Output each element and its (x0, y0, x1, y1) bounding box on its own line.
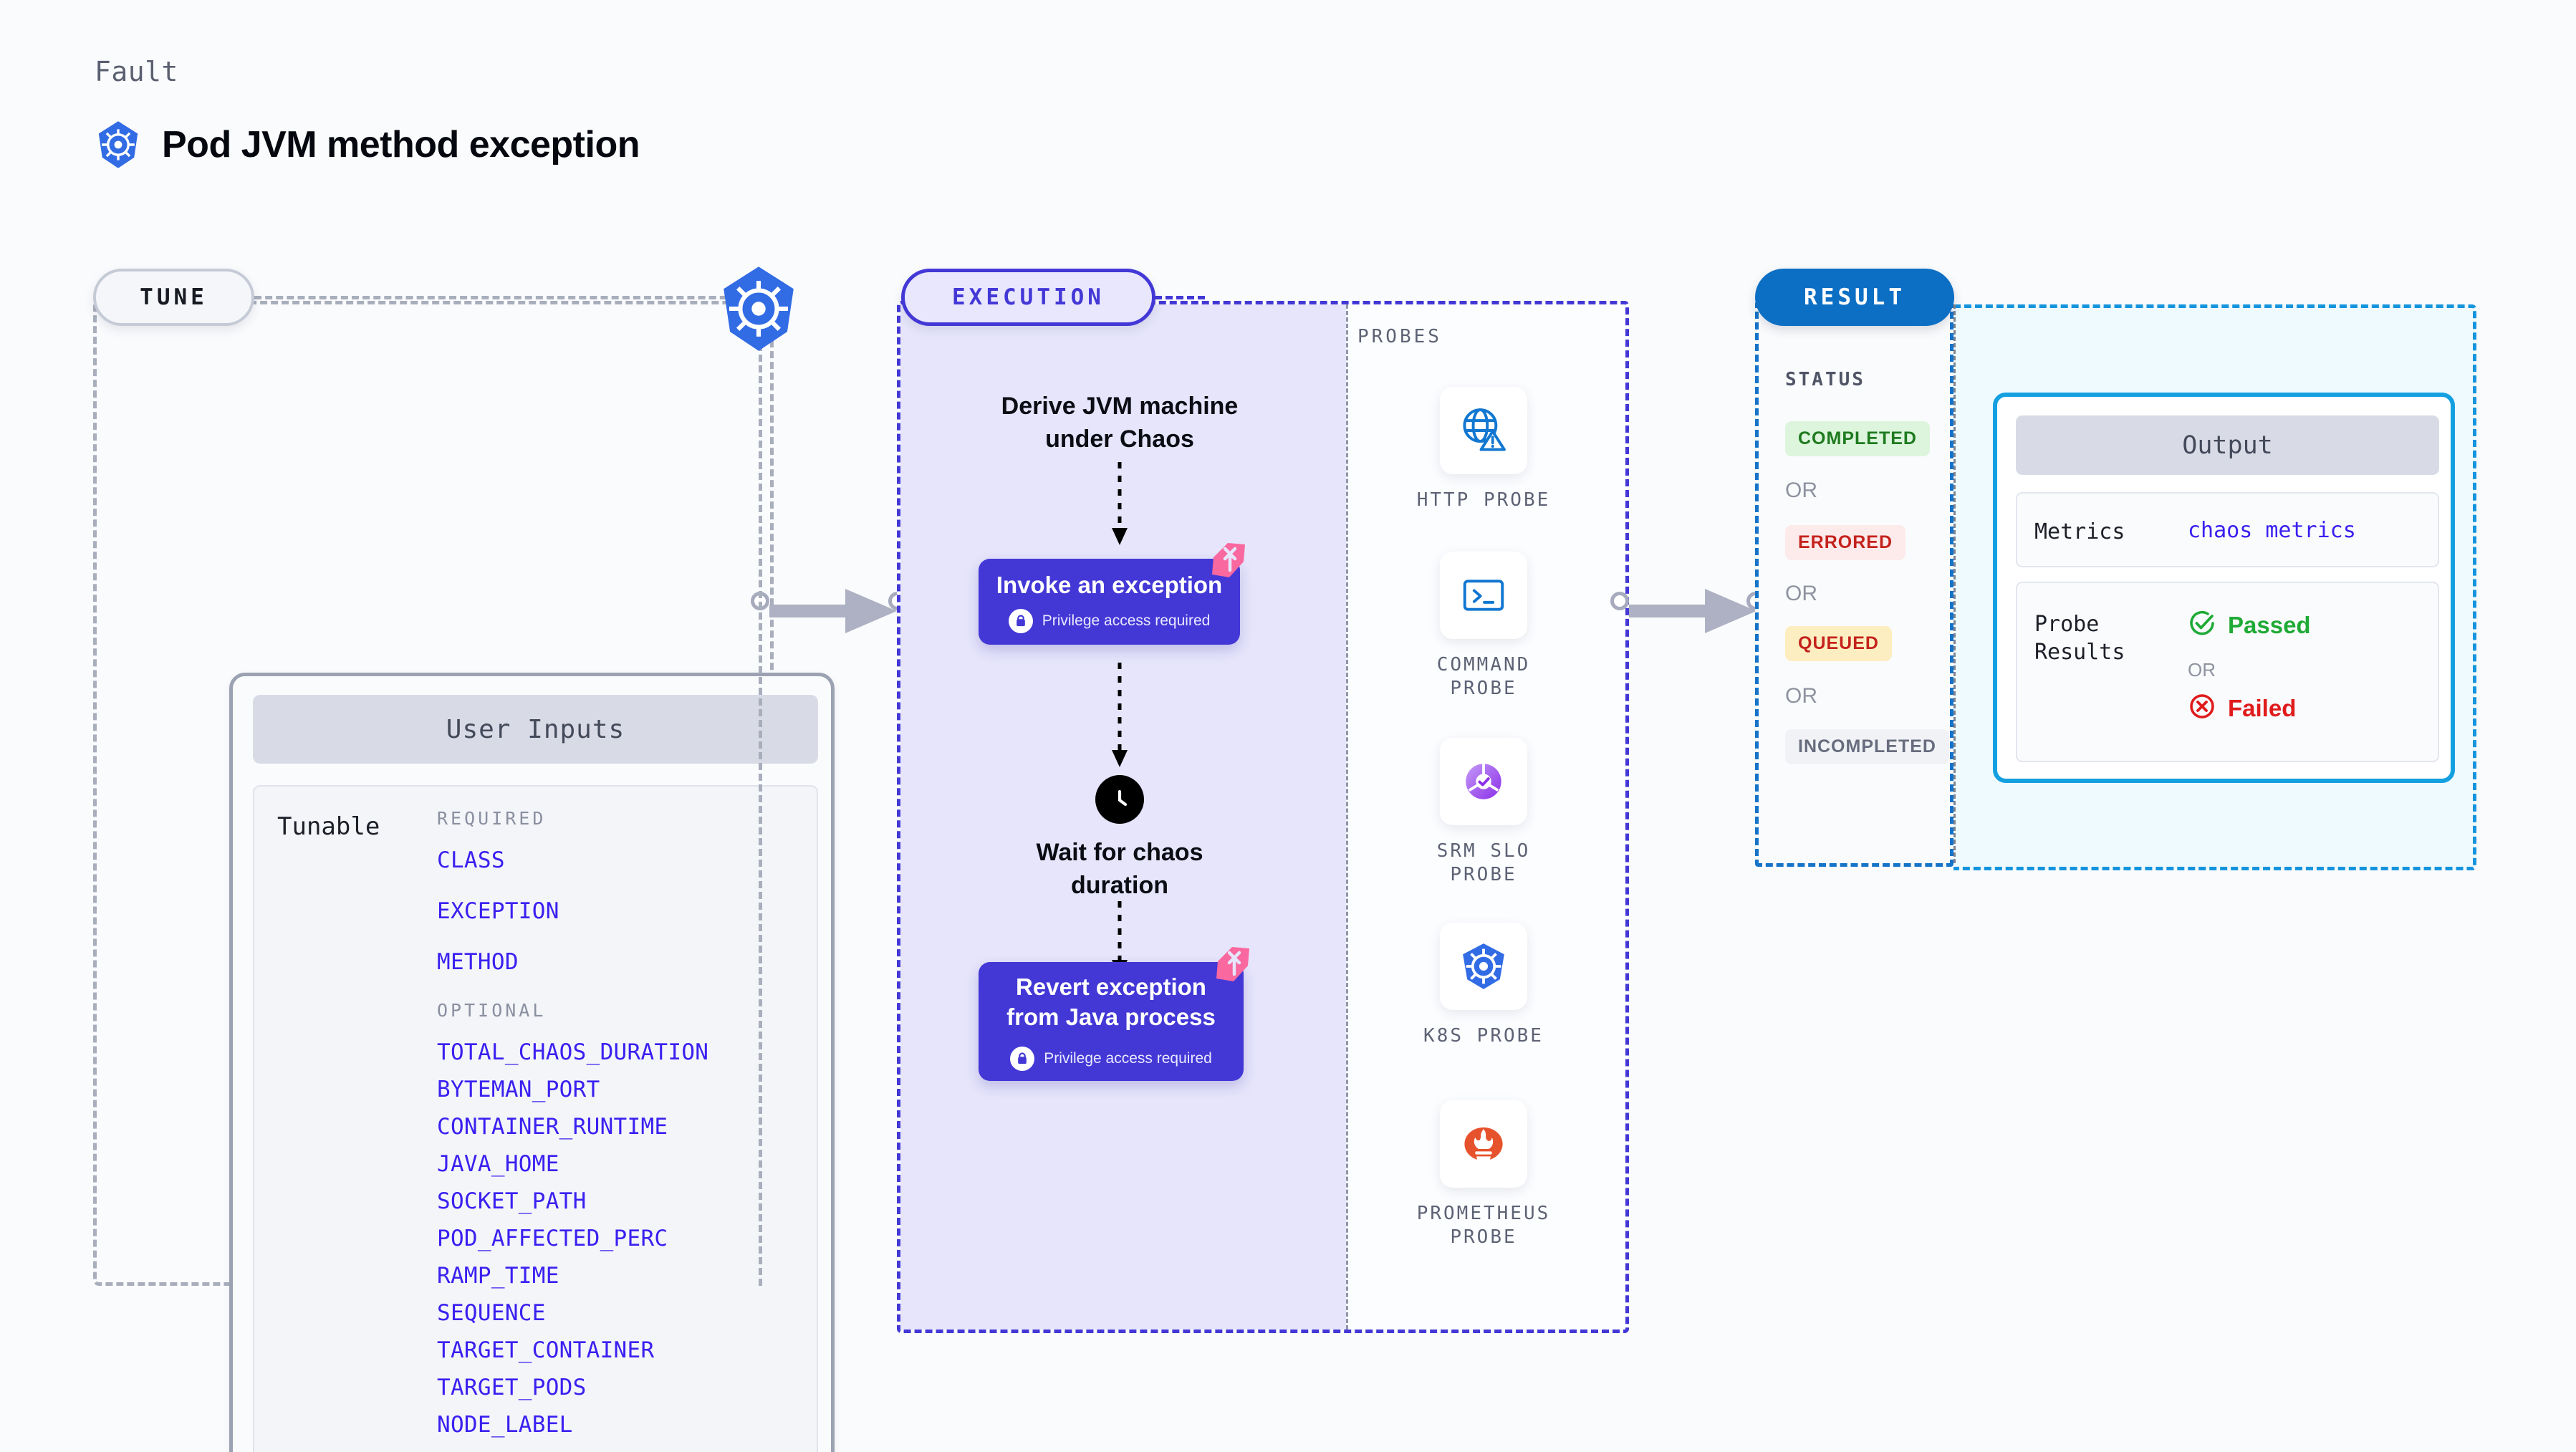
result-panel (1755, 301, 1953, 867)
execution-dashed-connector (1155, 296, 1205, 299)
parameter-item[interactable]: TARGET_PODS (437, 1375, 587, 1400)
kubernetes-icon (96, 120, 140, 169)
probes-section-label: PROBES (1357, 326, 1442, 347)
parameter-item[interactable]: SEQUENCE (437, 1300, 546, 1326)
metrics-key: Metrics (2034, 519, 2125, 544)
probe-results-key: Probe Results (2034, 612, 2125, 665)
parameter-item[interactable]: TOTAL_CHAOS_DURATION (437, 1039, 709, 1065)
metrics-value-link[interactable]: chaos metrics (2188, 518, 2356, 543)
step-subtitle: Privilege access required (1042, 612, 1211, 630)
parameter-item[interactable]: CONTAINER_RUNTIME (437, 1114, 668, 1140)
probe-http[interactable]: HTTP PROBE (1380, 387, 1587, 512)
execution-stage-pill[interactable]: EXECUTION (901, 269, 1155, 326)
kubernetes-icon (1440, 923, 1527, 1010)
status-badge-errored: ERRORED (1785, 525, 1906, 560)
page-title-row: Pod JVM method exception (96, 120, 640, 169)
tunable-label: Tunable (277, 812, 380, 841)
execution-step-wait-for-chaos: Wait for chaos duration (1036, 839, 1203, 899)
probe-label: PROMETHEUS PROBE (1416, 1203, 1551, 1248)
parameter-item[interactable]: CLASS (437, 847, 505, 873)
check-circle-icon (2188, 609, 2216, 641)
optional-parameter-list: TOTAL_CHAOS_DURATION BYTEMAN_PORT CONTAI… (437, 1039, 809, 1452)
terminal-icon (1440, 552, 1527, 639)
step-arrow-down (1102, 663, 1138, 774)
user-inputs-title: User Inputs (253, 695, 818, 764)
step-subtitle-row: Privilege access required (1008, 609, 1211, 634)
probe-prometheus[interactable]: PROMETHEUS PROBE (1380, 1100, 1587, 1249)
execution-step-derive-jvm: Derive JVM machine under Chaos (1001, 393, 1239, 453)
required-parameter-list: CLASS EXCEPTION METHOD (437, 847, 809, 975)
parameter-item[interactable]: EXCEPTION (437, 898, 559, 924)
tune-panel: User Inputs Tunable REQUIRED CLASS EXCEP… (93, 301, 835, 1452)
step-subtitle: Privilege access required (1044, 1050, 1212, 1067)
page-kicker: Fault (95, 56, 178, 87)
parameter-item[interactable]: POD_AFFECTED_PERC (437, 1226, 668, 1251)
step-title: Revert exception from Java process (1006, 973, 1216, 1030)
parameter-item[interactable]: JAVA_HOME (437, 1151, 559, 1177)
parameter-item[interactable]: BYTEMAN_PORT (437, 1077, 600, 1102)
tune-dashed-connector (254, 296, 749, 299)
step-subtitle-row: Privilege access required (1010, 1047, 1212, 1072)
execution-step-revert-exception[interactable]: Revert exception from Java process Privi… (979, 962, 1244, 1081)
tune-dashed-connector-vertical (759, 344, 762, 1286)
result-stage-pill[interactable]: RESULT (1755, 269, 1954, 326)
user-inputs-card: User Inputs Tunable REQUIRED CLASS EXCEP… (229, 673, 835, 1452)
step-arrow-down (1102, 462, 1138, 552)
parameter-item[interactable]: NODE_LABEL (437, 1412, 573, 1438)
result-output-divider (1953, 304, 1956, 863)
probe-label: SRM SLO PROBE (1436, 840, 1531, 885)
probes-divider (1346, 304, 1348, 1330)
tune-stage-pill[interactable]: TUNE (93, 269, 254, 326)
parameter-column: REQUIRED CLASS EXCEPTION METHOD OPTIONAL… (437, 808, 809, 1452)
or-separator: OR (2188, 659, 2216, 681)
srm-slo-gauge-icon (1440, 738, 1527, 825)
parameter-item[interactable]: METHOD (437, 949, 519, 975)
status-badge-queued: QUEUED (1785, 626, 1892, 661)
x-circle-icon (2188, 692, 2216, 724)
clock-icon (1095, 775, 1144, 824)
probe-result-failed: Failed (2188, 692, 2296, 724)
or-separator: OR (1785, 479, 1817, 502)
status-badge-incompleted: INCOMPLETED (1785, 729, 1949, 764)
or-separator: OR (1785, 684, 1817, 708)
or-separator: OR (1785, 582, 1817, 605)
status-section-label: STATUS (1785, 369, 1865, 390)
parameter-item[interactable]: SOCKET_PATH (437, 1188, 587, 1214)
output-card-title: Output (2016, 415, 2439, 475)
probe-label: COMMAND PROBE (1436, 654, 1531, 699)
output-probe-results-row: Probe Results Passed OR F (2016, 582, 2439, 762)
chaos-badge-icon (1212, 946, 1252, 989)
parameter-item[interactable]: LIB_IMAGE (437, 1449, 809, 1452)
optional-group-label: OPTIONAL (437, 1000, 547, 1021)
probe-command[interactable]: COMMAND PROBE (1380, 552, 1587, 700)
probe-k8s[interactable]: K8S PROBE (1380, 923, 1587, 1048)
probe-result-failed-label: Failed (2228, 694, 2297, 721)
connector-arrow-tune-to-execution (761, 586, 904, 640)
tune-kubernetes-icon (716, 265, 801, 356)
lock-icon (1010, 1047, 1035, 1072)
output-card: Output Metrics chaos metrics Probe Resul… (1993, 393, 2455, 783)
connector-arrow-execution-to-result (1620, 586, 1764, 640)
status-badge-completed: COMPLETED (1785, 421, 1930, 456)
chaos-badge-icon (1208, 542, 1248, 585)
probe-srm-slo[interactable]: SRM SLO PROBE (1380, 738, 1587, 886)
output-metrics-row: Metrics chaos metrics (2016, 492, 2439, 567)
step-title: Invoke an exception (996, 571, 1223, 598)
probe-result-passed-label: Passed (2228, 611, 2311, 638)
execution-step-invoke-exception[interactable]: Invoke an exception Privilege access req… (979, 559, 1240, 645)
parameter-item[interactable]: RAMP_TIME (437, 1263, 559, 1289)
connector-node-left (1610, 592, 1629, 610)
user-inputs-body: Tunable REQUIRED CLASS EXCEPTION METHOD … (253, 785, 818, 1452)
required-group-label: REQUIRED (437, 808, 547, 829)
probe-label: HTTP PROBE (1416, 489, 1551, 511)
globe-warning-icon (1440, 387, 1527, 474)
prometheus-icon (1440, 1100, 1527, 1188)
page-title: Pod JVM method exception (162, 124, 640, 165)
probe-result-passed: Passed (2188, 609, 2311, 641)
parameter-item[interactable]: TARGET_CONTAINER (437, 1337, 655, 1363)
probe-label: K8S PROBE (1423, 1025, 1544, 1047)
lock-icon (1008, 609, 1033, 634)
